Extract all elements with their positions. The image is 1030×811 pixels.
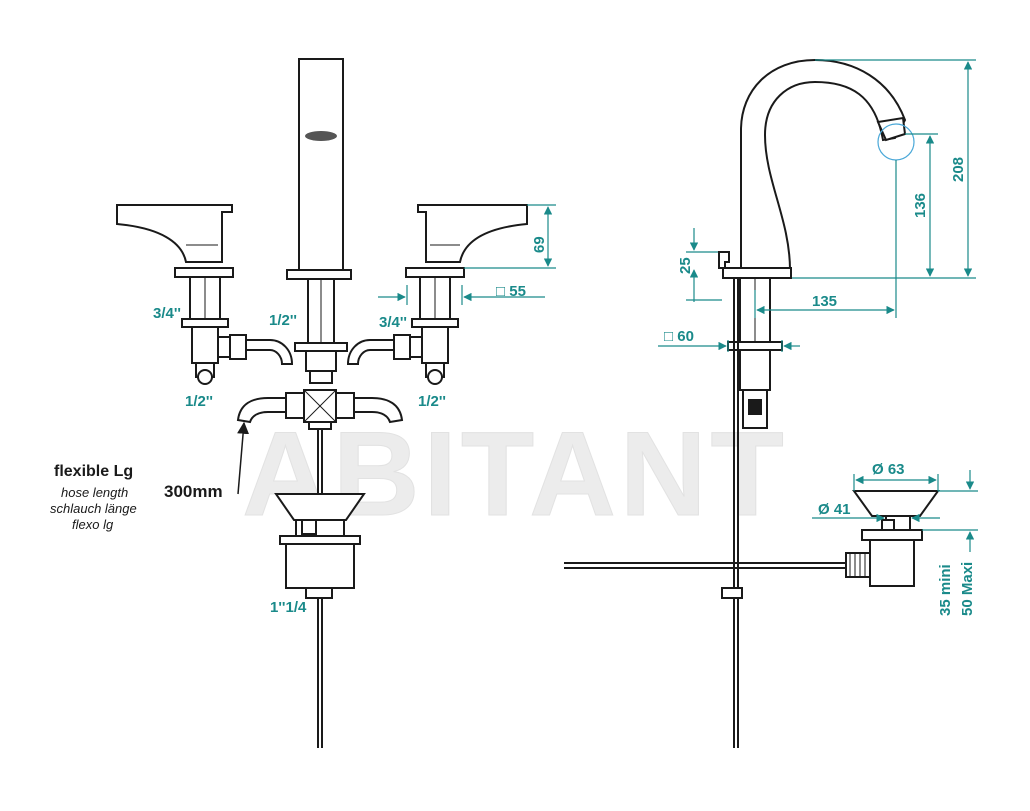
left-inlet-top-label: 3/4'' [153, 305, 181, 322]
front-view [116, 58, 528, 748]
handle-height-label: 69 [531, 236, 548, 253]
spout-height-label: 136 [912, 193, 929, 218]
side-view [564, 58, 940, 748]
front-base-square-label: □ 55 [496, 283, 526, 300]
right-inlet-bottom-label: 1/2'' [418, 393, 446, 410]
body-diameter-label: Ø 41 [818, 501, 851, 518]
thickness-min-label: 35 mini [937, 564, 954, 616]
side-lever [718, 251, 730, 269]
lever-height-label: 25 [677, 257, 694, 274]
hose-length-value: 300mm [164, 482, 223, 501]
spout-inlet-label: 1/2'' [269, 312, 297, 329]
hose-note-line: hose length [61, 485, 128, 500]
right-inlet-top-label: 3/4'' [379, 314, 407, 331]
side-spout [740, 58, 915, 271]
right-handle [346, 204, 528, 385]
thickness-max-label: 50 Maxi [959, 562, 976, 616]
front-spout [286, 58, 352, 384]
spout-reach-label: 135 [812, 293, 837, 310]
side-dimensions [658, 59, 978, 552]
total-height-label: 208 [950, 157, 967, 182]
left-inlet-bottom-label: 1/2'' [185, 393, 213, 410]
hose-note-line: flexo lg [72, 517, 114, 532]
hose-note: flexible Lg hose length schlauch länge f… [50, 463, 137, 532]
mixing-tee [236, 389, 404, 430]
hose-leader [237, 421, 250, 495]
side-base-square-label: □ 60 [664, 328, 694, 345]
waste-thread-label: 1''1/4 [270, 599, 307, 616]
front-waste [274, 493, 366, 599]
side-waste [845, 490, 940, 587]
front-dimensions [378, 204, 556, 305]
cap-diameter-label: Ø 63 [872, 461, 905, 478]
left-handle [116, 204, 294, 385]
hose-note-title: flexible Lg [54, 463, 133, 480]
hose-note-line: schlauch länge [50, 501, 137, 516]
